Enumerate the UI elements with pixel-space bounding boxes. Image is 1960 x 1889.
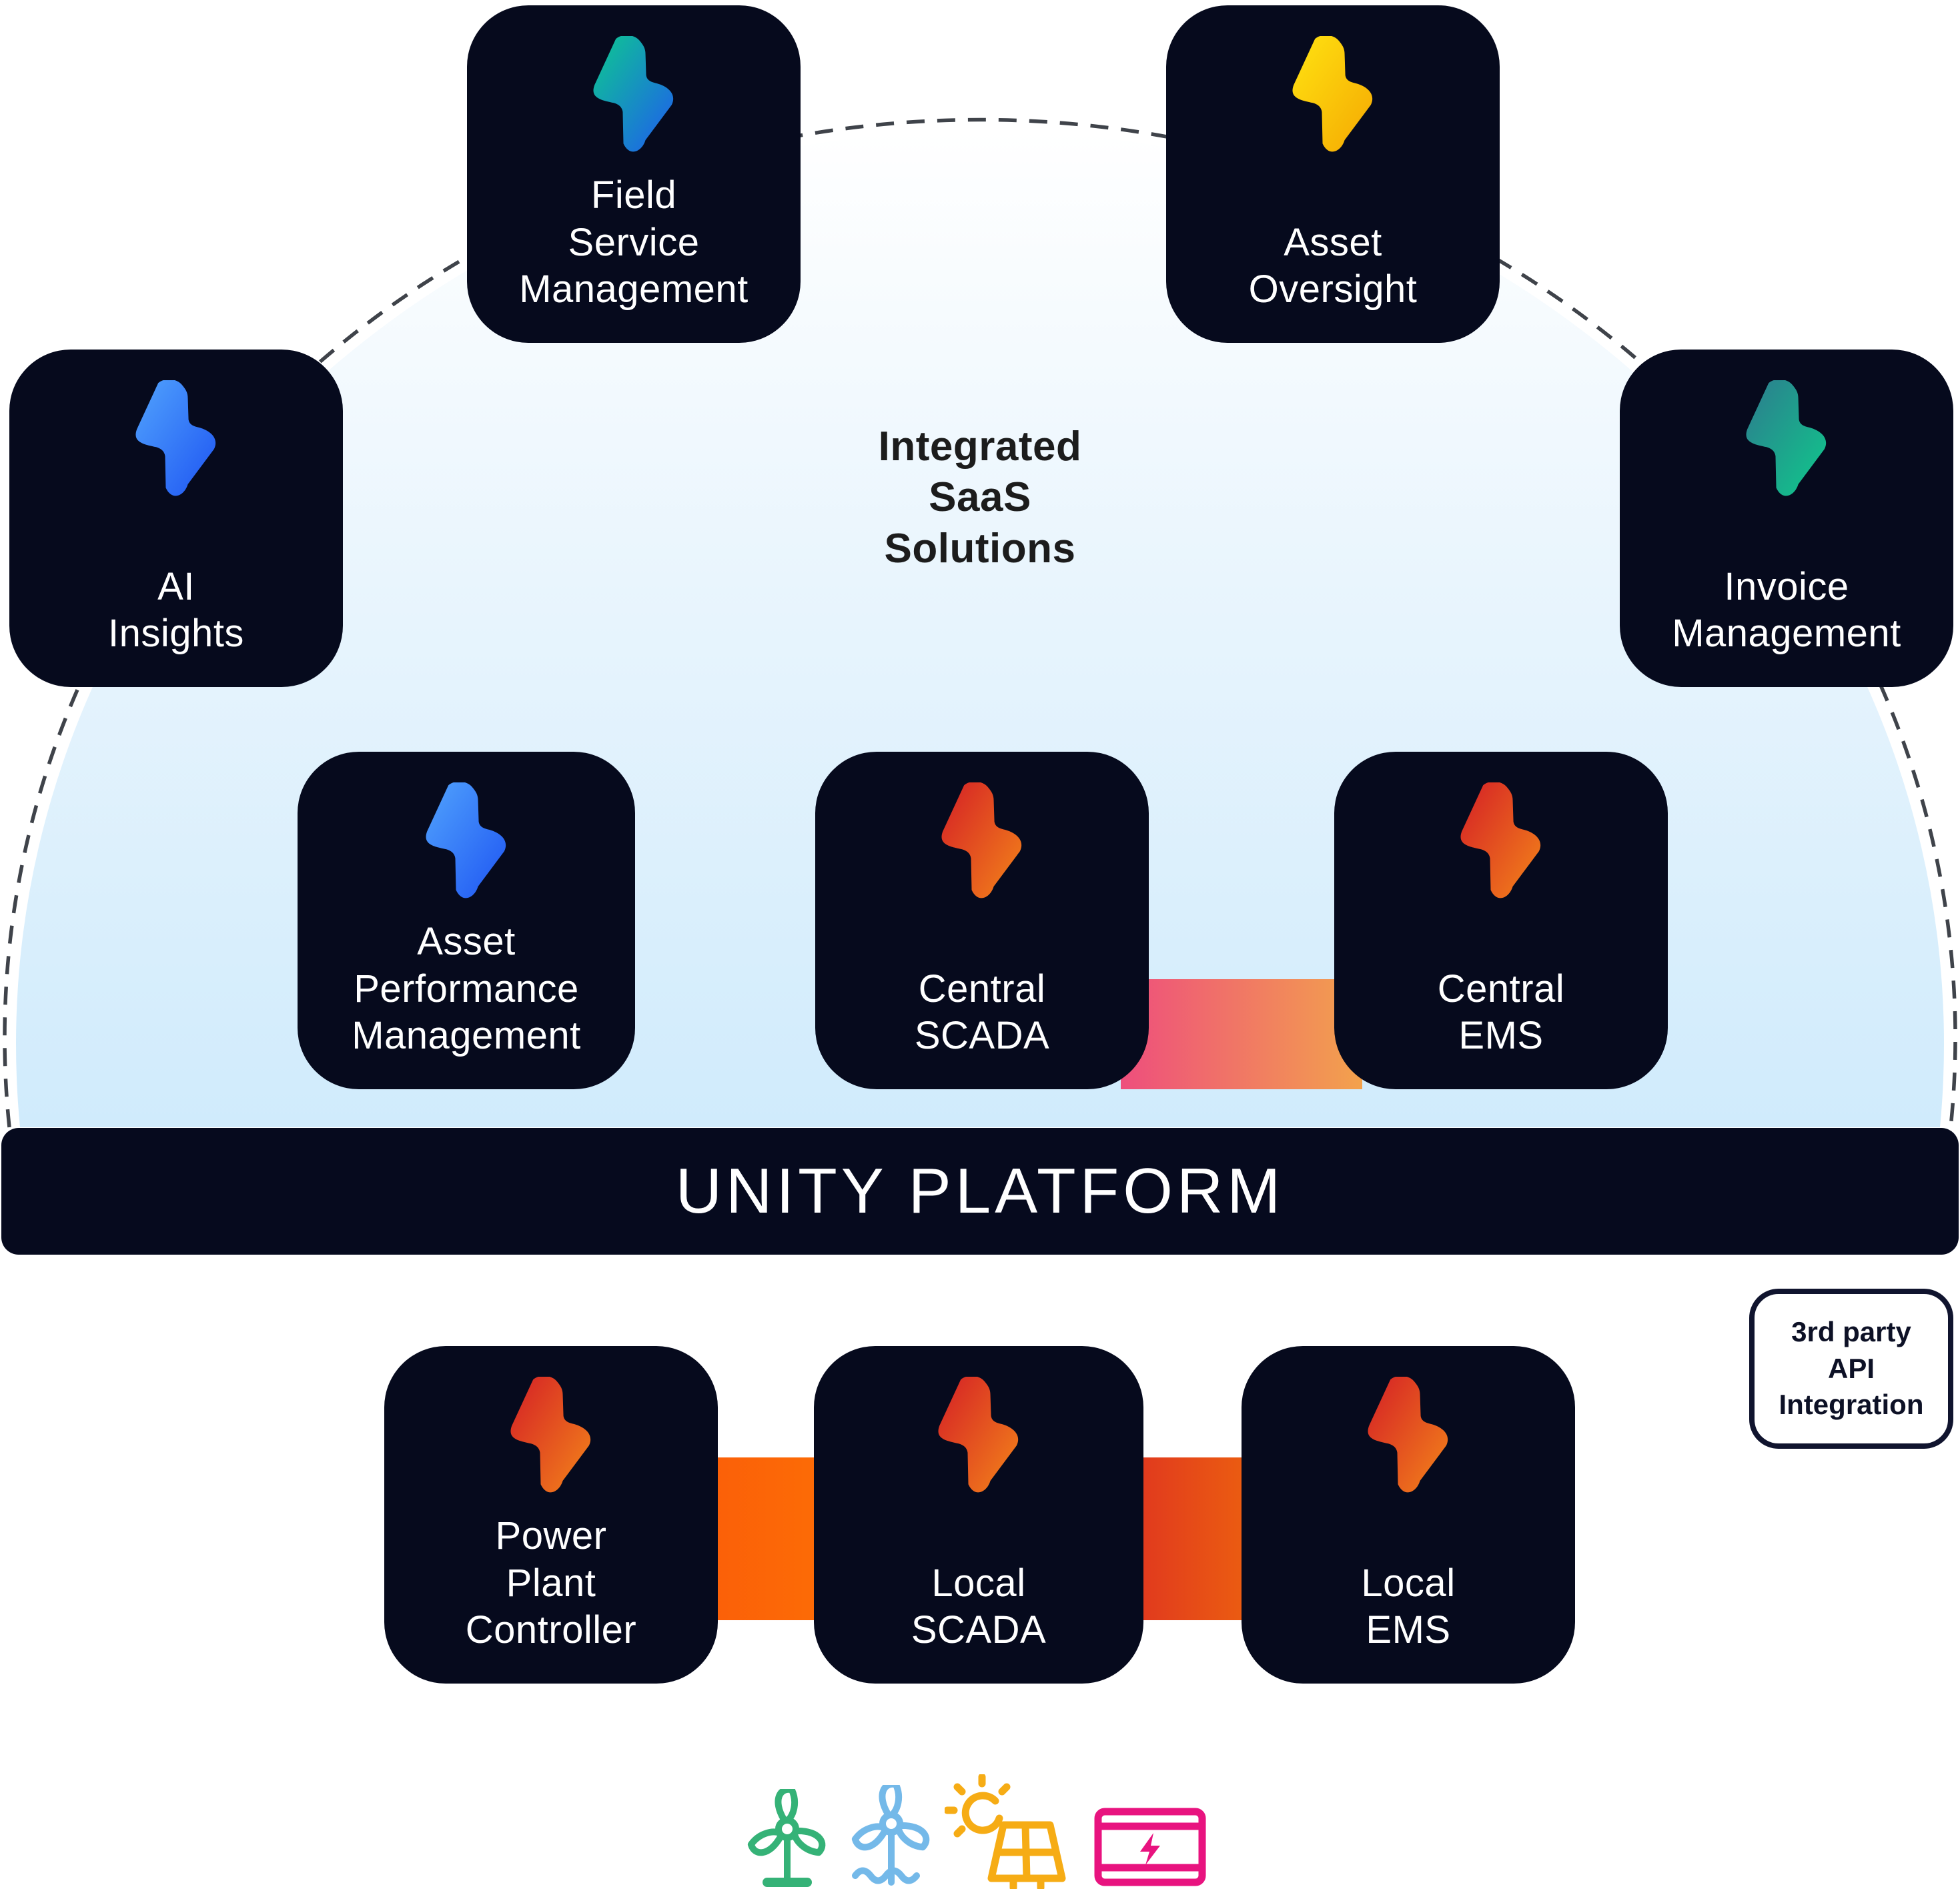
card-label: Asset Performance Management: [352, 919, 581, 1058]
bolt-icon: [426, 782, 506, 898]
bolt-icon: [593, 36, 674, 152]
bolt-icon: [135, 380, 216, 496]
third-party-api-label: 3rd party API Integration: [1779, 1316, 1924, 1421]
card-label: Power Plant Controller: [465, 1513, 637, 1652]
card-local-ems: Local EMS: [1242, 1346, 1575, 1684]
card-label: Central SCADA: [914, 967, 1050, 1058]
card-local-scada: Local SCADA: [814, 1346, 1143, 1684]
card-central-ems: Central EMS: [1334, 752, 1668, 1089]
third-party-api-box: 3rd party API Integration: [1749, 1289, 1953, 1449]
bolt-icon: [941, 782, 1022, 898]
card-label: Local EMS: [1361, 1561, 1456, 1652]
offshore-wind-turbine-icon: [851, 1785, 930, 1886]
card-label: Field Service Management: [519, 173, 749, 311]
card-label: Invoice Management: [1672, 564, 1901, 656]
local-scada-ems-connector: [1131, 1457, 1254, 1620]
card-label: Local SCADA: [911, 1561, 1047, 1652]
central-scada-ems-connector: [1121, 979, 1362, 1089]
card-power-plant-controller: Power Plant Controller: [384, 1346, 718, 1684]
card-central-scada: Central SCADA: [815, 752, 1149, 1089]
bolt-icon: [938, 1377, 1019, 1493]
bolt-icon: [510, 1377, 591, 1493]
card-asset-performance-management: Asset Performance Management: [298, 752, 635, 1089]
bolt-icon: [1292, 36, 1373, 152]
card-invoice-management: Invoice Management: [1620, 350, 1953, 687]
unity-platform-bar: UNITY PLATFORM: [1, 1128, 1959, 1255]
battery-storage-icon: [1094, 1808, 1206, 1886]
bolt-icon: [1368, 1377, 1448, 1493]
solar-panel-icon: [945, 1774, 1066, 1889]
card-label: AI Insights: [108, 564, 244, 656]
diagram-title: Integrated SaaS Solutions: [878, 424, 1082, 572]
card-label: Asset Oversight: [1248, 220, 1418, 311]
unity-platform-label: UNITY PLATFORM: [675, 1155, 1285, 1227]
ppc-local-scada-connector: [706, 1457, 826, 1620]
card-asset-oversight: Asset Oversight: [1166, 5, 1500, 343]
card-field-service-management: Field Service Management: [467, 5, 801, 343]
bolt-icon: [1460, 782, 1541, 898]
bolt-icon: [1746, 380, 1827, 496]
card-label: Central EMS: [1437, 967, 1565, 1058]
card-ai-insights: AI Insights: [9, 350, 343, 687]
onshore-wind-turbine-icon: [747, 1789, 826, 1887]
